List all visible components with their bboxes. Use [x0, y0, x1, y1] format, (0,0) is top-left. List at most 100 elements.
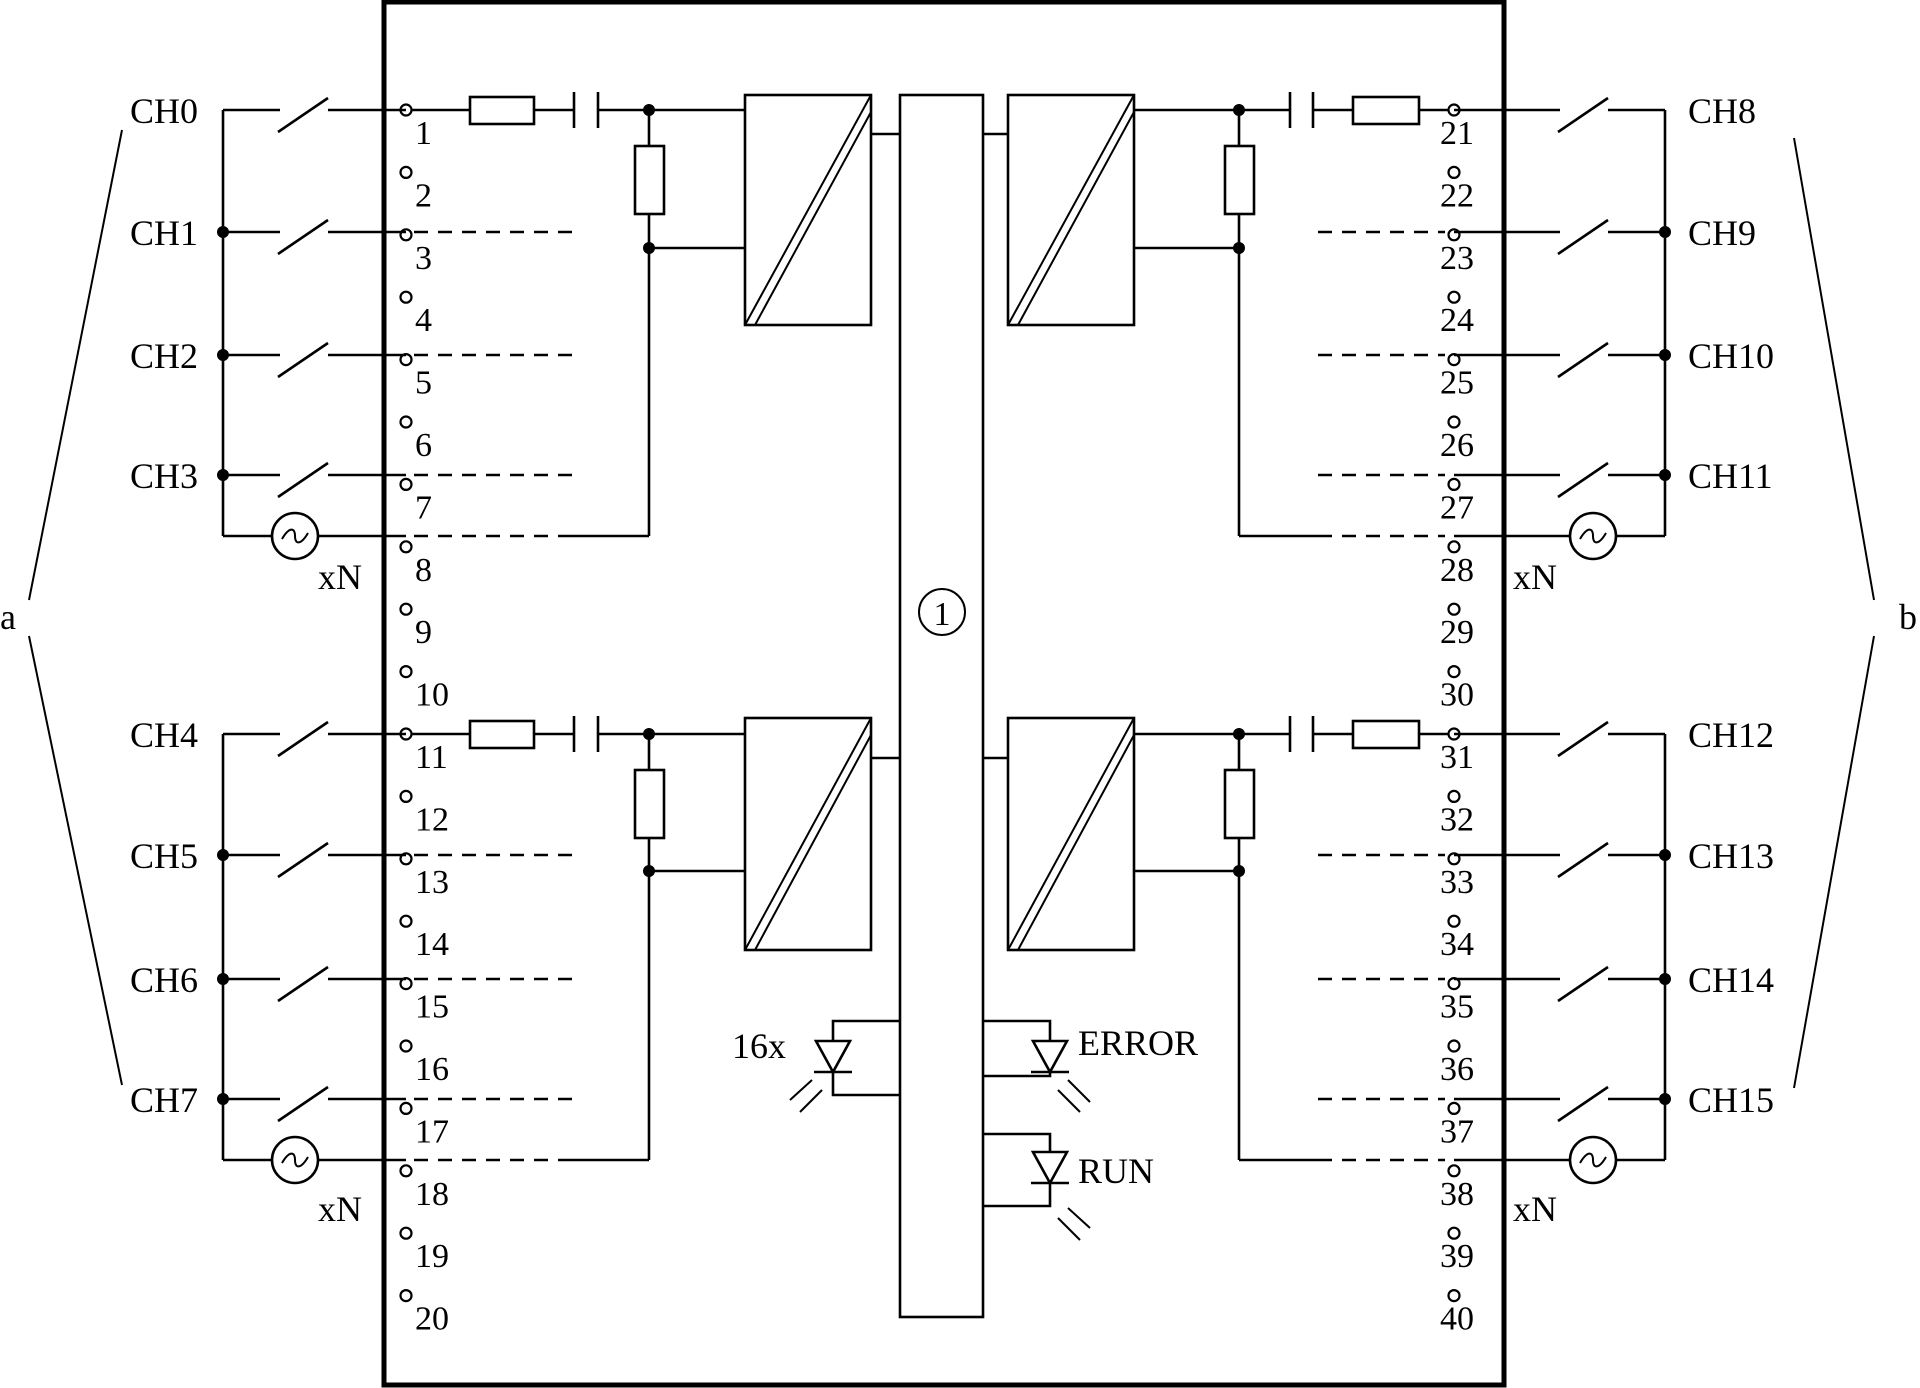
switch-contact-left	[277, 96, 329, 134]
ac-source-right-wave	[1579, 1152, 1607, 1168]
terminal-number-left: 2	[415, 177, 432, 214]
group-bracket-b	[1793, 137, 1875, 1089]
terminal-number-right: 23	[1440, 240, 1474, 277]
channel-label-right: CH14	[1688, 960, 1774, 1000]
terminal-number-right: 26	[1440, 427, 1474, 464]
source-mult-label: xN	[318, 557, 362, 597]
source-mult-label: xN	[1513, 557, 1557, 597]
ac-source-right-wave	[1579, 528, 1607, 544]
terminal-number-left: 10	[415, 677, 449, 714]
terminal-right	[1447, 602, 1461, 616]
junction-dot	[1659, 973, 1671, 985]
error-led	[983, 1019, 1091, 1113]
optocoupler-top-right	[983, 93, 1136, 327]
channel-label-right: CH13	[1688, 836, 1774, 876]
terminal-right	[1447, 290, 1461, 304]
terminal-number-right: 30	[1440, 677, 1474, 714]
switch-contact-right	[1557, 341, 1609, 379]
terminal-number-right: 31	[1440, 739, 1474, 776]
switch-contact-left	[277, 841, 329, 879]
terminal-left	[399, 165, 413, 179]
junction-dot	[1659, 469, 1671, 481]
junction-dot	[1659, 226, 1671, 238]
switch-contact-left	[277, 720, 329, 758]
terminal-left	[399, 540, 413, 554]
channel-label-right: CH15	[1688, 1080, 1774, 1120]
junction-dot	[217, 469, 229, 481]
terminal-right	[1447, 914, 1461, 928]
channel-status-led	[789, 1019, 900, 1113]
terminal-right	[1447, 1101, 1461, 1116]
terminal-number-left: 16	[415, 1051, 449, 1088]
junction-dot	[217, 1093, 229, 1105]
channel-label-left: CH3	[130, 456, 198, 496]
terminal-number-right: 27	[1440, 489, 1474, 526]
junction-dot	[217, 349, 229, 361]
terminal-number-left: 17	[415, 1113, 449, 1150]
terminal-left	[399, 415, 413, 429]
optocoupler-bottom-right	[983, 716, 1136, 952]
switch-contact-right	[1557, 218, 1609, 256]
terminal-number-right: 40	[1440, 1301, 1474, 1338]
optocoupler-top-left	[743, 93, 900, 327]
terminal-number-left: 12	[415, 801, 449, 838]
terminal-number-right: 38	[1440, 1176, 1474, 1213]
terminal-left	[399, 290, 413, 304]
junction-dot	[1659, 349, 1671, 361]
terminal-number-right: 35	[1440, 989, 1474, 1026]
terminal-left	[399, 602, 413, 616]
terminal-number-left: 20	[415, 1301, 449, 1338]
terminal-number-right: 32	[1440, 801, 1474, 838]
terminal-number-left: 5	[415, 365, 432, 402]
channel-label-left: CH6	[130, 960, 198, 1000]
terminal-left	[399, 789, 413, 804]
terminal-number-left: 8	[415, 552, 432, 589]
run-led	[983, 1132, 1091, 1241]
channel-label-right: CH8	[1688, 91, 1756, 131]
terminal-number-right: 36	[1440, 1051, 1474, 1088]
led-channels-label: 16x	[732, 1026, 786, 1066]
junction-dot	[1659, 1093, 1671, 1105]
group-label-a: a	[0, 597, 16, 637]
terminal-number-right: 34	[1440, 926, 1474, 963]
source-mult-label: xN	[318, 1189, 362, 1229]
terminal-right	[1447, 789, 1461, 804]
terminal-right	[1447, 1288, 1461, 1303]
terminal-number-left: 6	[415, 427, 432, 464]
terminal-left	[399, 1288, 413, 1303]
terminal-number-left: 11	[415, 739, 448, 776]
terminal-right	[1447, 1164, 1461, 1178]
terminal-number-left: 7	[415, 489, 432, 526]
terminal-number-right: 37	[1440, 1113, 1474, 1150]
source-mult-label: xN	[1513, 1189, 1557, 1229]
backplane-bus	[898, 93, 985, 1319]
group-label-b: b	[1899, 597, 1917, 637]
channel-label-right: CH9	[1688, 213, 1756, 253]
terminal-number-left: 15	[415, 989, 449, 1026]
terminal-right	[1447, 477, 1461, 491]
channel-label-right: CH10	[1688, 336, 1774, 376]
terminal-right	[1447, 165, 1461, 179]
optocoupler-bottom-left	[743, 716, 900, 952]
terminal-left	[399, 914, 413, 928]
terminal-number-right: 39	[1440, 1238, 1474, 1275]
terminal-number-right: 29	[1440, 614, 1474, 651]
terminal-number-right: 25	[1440, 365, 1474, 402]
junction-dot	[217, 849, 229, 861]
terminal-number-left: 3	[415, 240, 432, 277]
led-run-label: RUN	[1078, 1151, 1154, 1191]
switch-contact-left	[277, 461, 329, 499]
terminal-number-left: 9	[415, 614, 432, 651]
terminal-number-left: 14	[415, 926, 449, 963]
terminal-right	[1447, 540, 1461, 554]
channel-label-left: CH1	[130, 213, 198, 253]
switch-contact-left	[277, 965, 329, 1003]
terminal-right	[1447, 1226, 1461, 1240]
ac-source-left-wave	[281, 1152, 309, 1168]
channel-label-left: CH7	[130, 1080, 198, 1120]
module-outline	[381, 0, 1507, 1388]
terminal-right	[1447, 664, 1461, 679]
channel-label-left: CH5	[130, 836, 198, 876]
junction-dot	[1659, 849, 1671, 861]
